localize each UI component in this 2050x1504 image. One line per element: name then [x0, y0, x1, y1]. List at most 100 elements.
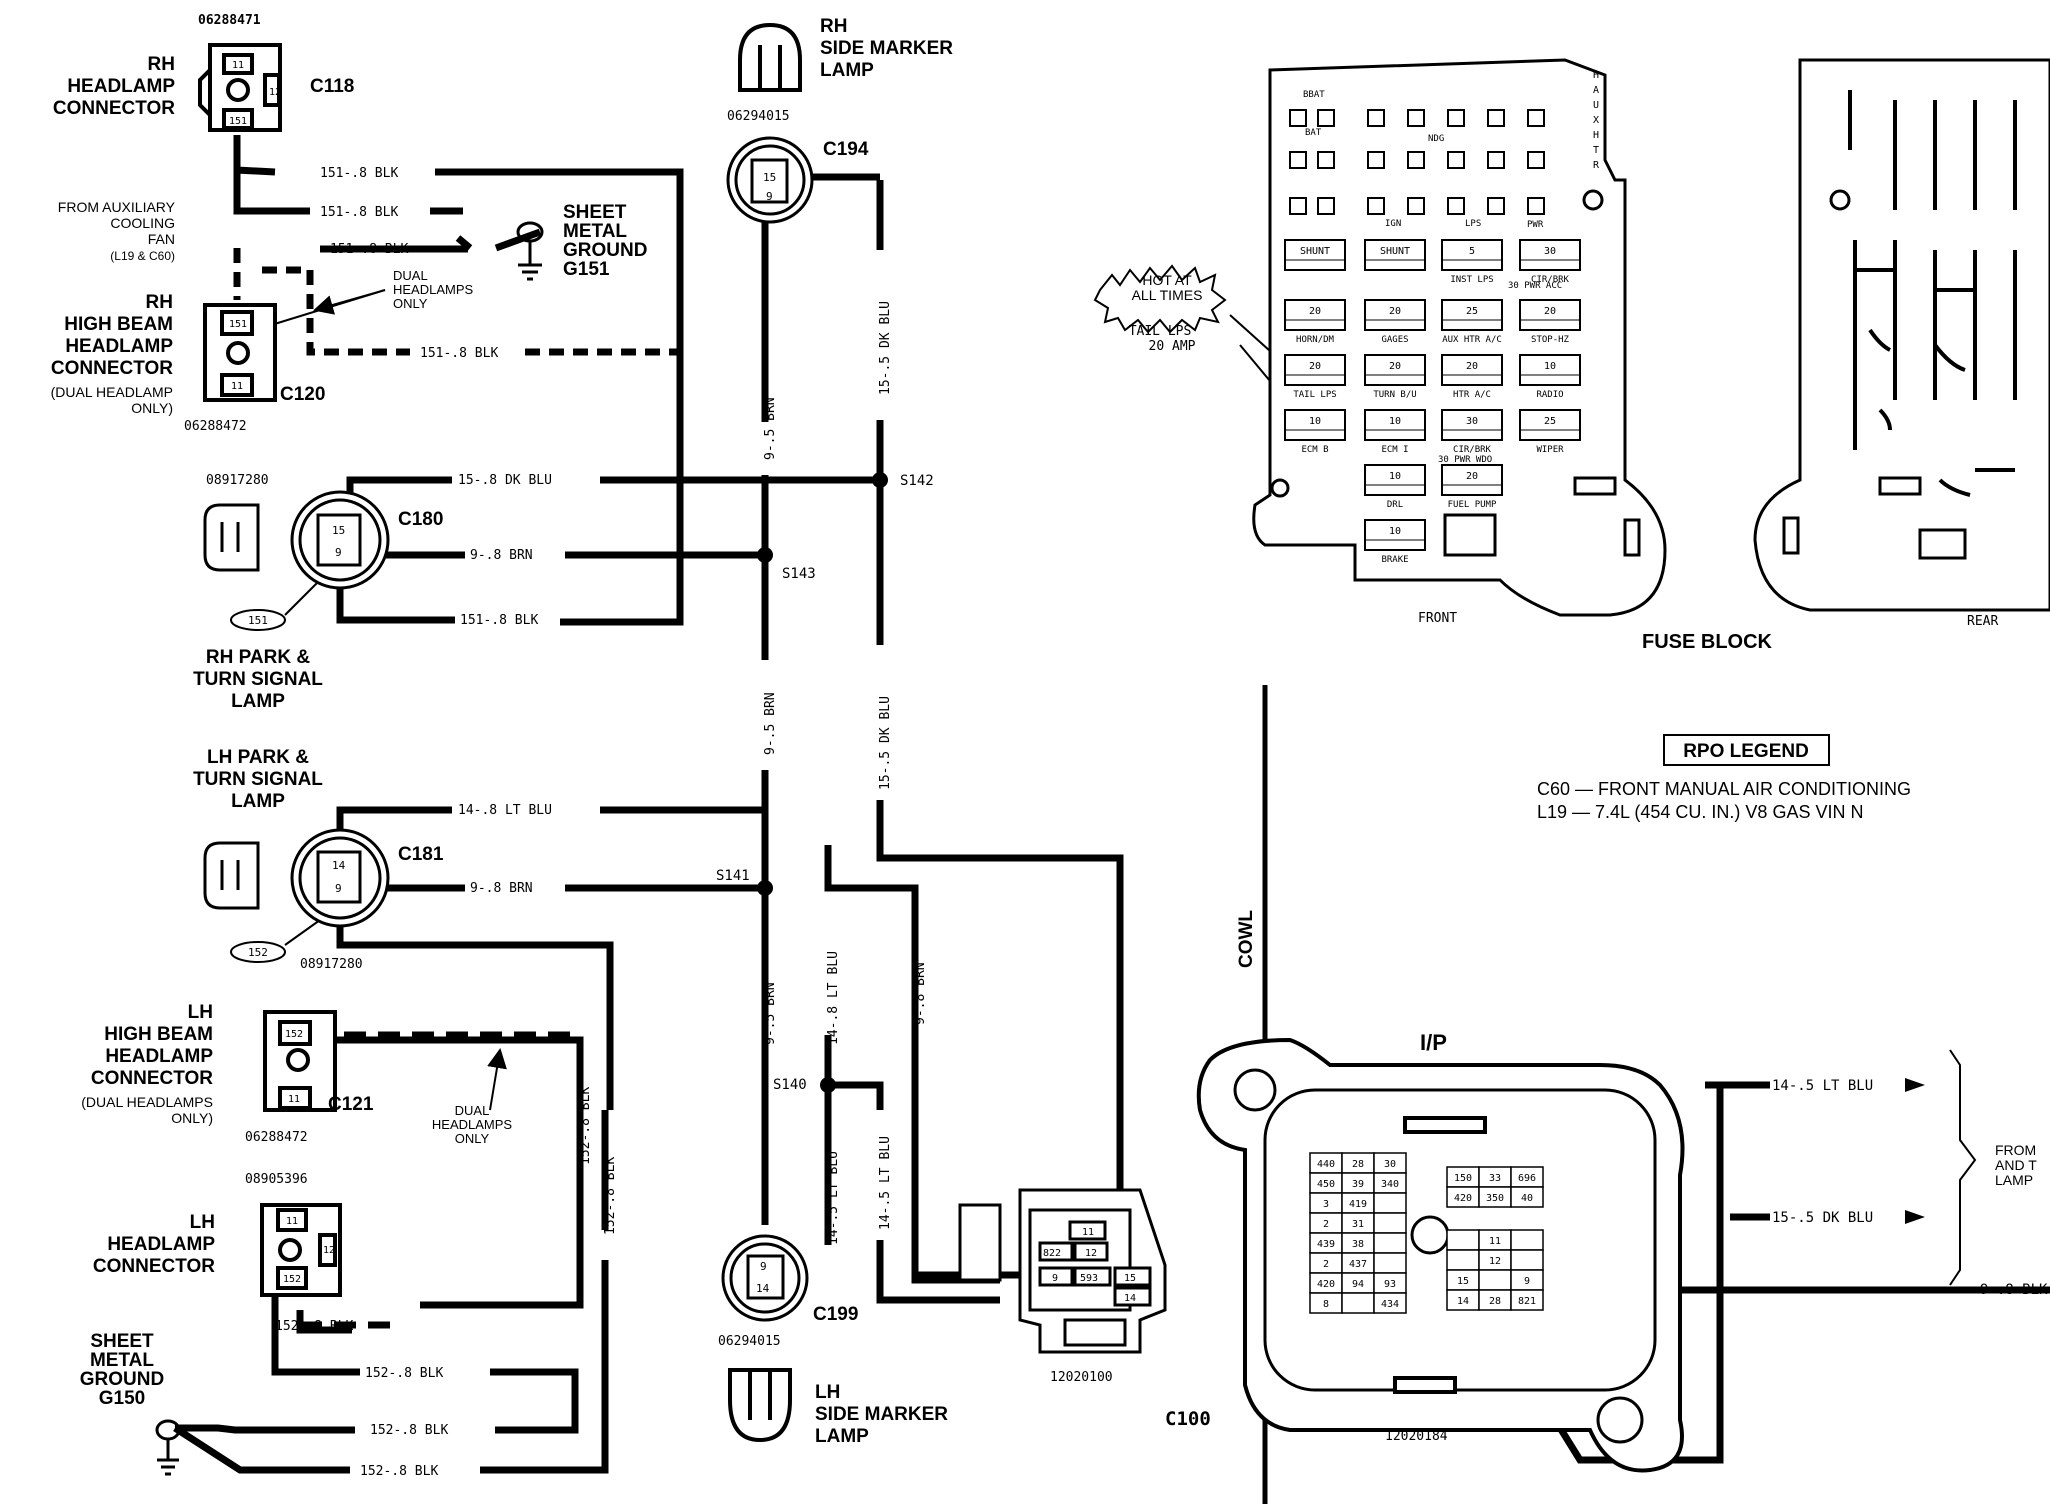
c181-part-number: 08917280 [300, 957, 363, 972]
rh-headlamp-title-1: RH [148, 54, 175, 75]
c100-labels: 11 822 12 9 593 15 14 12020100 C100 [1043, 1227, 1211, 1430]
c121-part-number: 06288472 [245, 1130, 308, 1145]
c100-cell-11: 11 [1082, 1227, 1094, 1238]
cowl-label: COWL [1236, 910, 1257, 968]
lh-side-marker-labels: 9 14 C199 06294015 LH SIDE MARKER LAMP [718, 1260, 948, 1447]
wire-dashes [300, 1031, 584, 1329]
fuse-terminal-14 [1289, 197, 1307, 215]
fuse-17-circuit: FUEL PUMP [1448, 500, 1497, 510]
ip-bottom-right-cell-1-2 [1510, 1249, 1544, 1271]
splice-dots [757, 472, 888, 1093]
fuse-block-rear-label: REAR [1967, 614, 1998, 629]
fuse-18-rating: 10 [1389, 526, 1401, 537]
ip-bottom-right-cell-1-0 [1446, 1249, 1480, 1271]
rh-high-beam-title-4: CONNECTOR [51, 358, 173, 379]
wire-label-v14-s140: 14-.5 LT BLU [878, 1136, 893, 1230]
lh-headlamp-connector-shape [260, 1203, 342, 1297]
lh-high-beam-note-2: ONLY) [171, 1110, 213, 1126]
fuse-terminal-2 [1367, 109, 1385, 127]
ip-left-cell-2-2 [1373, 1192, 1407, 1214]
fuse-9-rating: 20 [1389, 361, 1401, 372]
ip-left-cell-text-7-2: 434 [1381, 1299, 1399, 1310]
rh-high-beam-title-2: HIGH BEAM [64, 314, 173, 335]
fuse-side-label-2: U [1593, 100, 1599, 111]
fuse-top-label-bat: BAT [1305, 128, 1322, 138]
fuse-13-circuit: ECM I [1381, 445, 1408, 455]
lh-headlamp-part-number: 08905396 [245, 1172, 308, 1187]
lh-side-marker-title-2: SIDE MARKER [815, 1404, 948, 1425]
c199-connector-shape [721, 1234, 809, 1322]
fuse-terminal-5 [1487, 109, 1505, 127]
wire-label-152-a: 152-.8 BLK [275, 1319, 353, 1334]
ip-top-right-cell-text-1-0: 420 [1454, 1193, 1472, 1204]
fuse-8-circuit: TAIL LPS [1293, 390, 1336, 400]
ip-left-cell-text-1-1: 39 [1352, 1179, 1364, 1190]
c121-label: C121 [328, 1094, 374, 1115]
hot-note-2: ALL TIMES [1132, 287, 1203, 303]
dual-note-bottom-3: ONLY [455, 1131, 490, 1146]
dual-note-bottom-1: DUAL [455, 1103, 490, 1118]
g151-labels: SHEET METAL GROUND G151 [563, 202, 647, 280]
wire-label-v9-right: 9-.8 BRN [913, 962, 928, 1025]
lh-park-title-2: TURN SIGNAL [193, 769, 323, 790]
fuse-side-label-3: X [1593, 115, 1599, 126]
fuse-15-circuit: WIPER [1536, 445, 1564, 455]
g150-label-4: G150 [99, 1388, 145, 1409]
rh-side-marker-part-number: 06294015 [727, 109, 790, 124]
c100-cell-14: 14 [1124, 1293, 1136, 1304]
rh-headlamp-labels: 06288471 RH HEADLAMP CONNECTOR C118 [53, 13, 354, 119]
wire-label-151-c: 151-.8 BLK [330, 242, 408, 257]
ip-left-cell-3-2 [1373, 1212, 1407, 1234]
c180-pin-15: 15 [332, 524, 345, 537]
ip-wire-9-blk: 9-.8 BLK [1980, 1282, 2048, 1298]
fuse-8-rating: 20 [1309, 361, 1321, 372]
lh-headlamp-pin-11: 11 [286, 1216, 298, 1227]
fuse-terminal-9 [1367, 151, 1385, 169]
ip-part-number: 12020184 [1385, 1429, 1448, 1444]
ip-left-cell-text-6-0: 420 [1317, 1279, 1335, 1290]
c120-meta: 06288472 151 11 [184, 319, 247, 434]
ip-top-right-cell-text-0-0: 150 [1454, 1173, 1472, 1184]
c181-connector-shape [290, 828, 390, 928]
fuse-15-rating: 25 [1544, 416, 1556, 427]
aux-fan-note: FROM AUXILIARY COOLING FAN (L19 & C60) [58, 199, 176, 263]
aux-fan-note-1: FROM AUXILIARY [58, 199, 176, 215]
fuse-top-label-ndg: NDG [1428, 134, 1444, 144]
ip-bottom-right-cell-text-3-0: 14 [1457, 1296, 1469, 1307]
c194-label: C194 [823, 139, 869, 160]
rh-side-marker-title-1: RH [820, 16, 847, 37]
ip-bottom-right-cell-text-2-2: 9 [1524, 1276, 1530, 1287]
g151-ground-symbol [516, 221, 544, 281]
c180-part-number: 08917280 [206, 473, 269, 488]
fuse-18-circuit: BRAKE [1381, 555, 1408, 565]
rh-park-lamp-number: 151 [248, 614, 268, 627]
wire-label-152-c: 152-.8 BLK [370, 1423, 448, 1438]
ip-left-cell-text-0-0: 440 [1317, 1159, 1335, 1170]
ip-left-cell-text-7-0: 8 [1323, 1299, 1329, 1310]
rh-side-marker-lamp-shape [738, 22, 802, 92]
wire-label-15-c180: 15-.8 DK BLU [458, 473, 552, 488]
ip-bottom-right-cell-text-1-1: 12 [1489, 1256, 1501, 1267]
rh-park-title-1: RH PARK & [206, 647, 310, 668]
fuse-terminal-1 [1317, 109, 1335, 127]
fuse-pwr-wdo: 30 PWR WDO [1438, 455, 1492, 465]
rh-high-beam-title-3: HEADLAMP [65, 336, 173, 357]
splice-s142-dot [872, 472, 888, 488]
fuse-11-rating: 10 [1544, 361, 1556, 372]
fuse-top-label-lps: LPS [1465, 219, 1481, 229]
splice-s142-label: S142 [900, 473, 934, 489]
splice-labels: S142 S143 S141 S140 [716, 473, 934, 1093]
ip-left-cell-text-6-1: 94 [1352, 1279, 1364, 1290]
dual-note-top: DUAL HEADLAMPS ONLY [393, 268, 474, 311]
c100-cell-12: 12 [1085, 1248, 1097, 1259]
rh-park-title-3: LAMP [231, 691, 285, 712]
c118-pins: 11 12 151 [229, 60, 281, 127]
